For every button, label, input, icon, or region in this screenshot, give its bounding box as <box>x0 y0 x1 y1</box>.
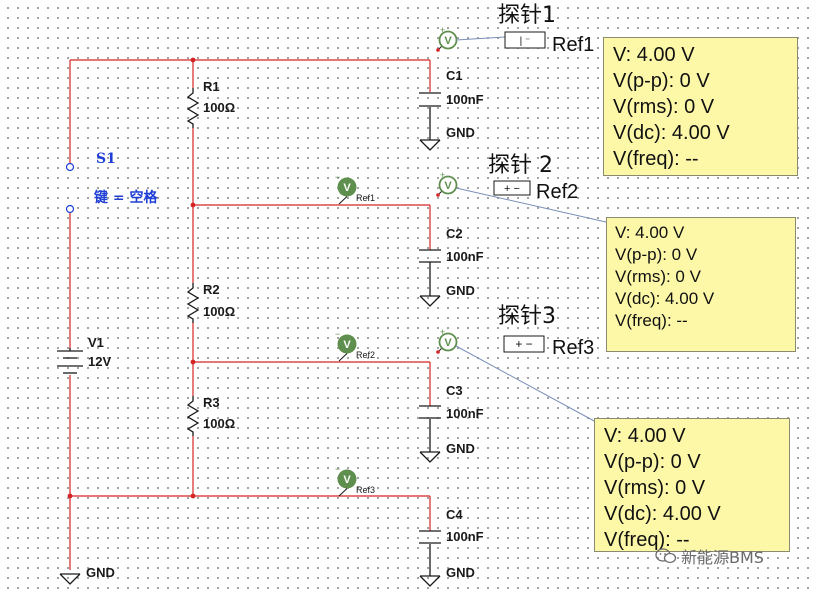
ground-label: GND <box>446 283 475 298</box>
reading-vrms: V(rms): 0 V <box>613 96 715 118</box>
reading-vpp: V(p-p): 0 V <box>604 451 701 473</box>
probe-2-readings: V: 4.00 V V(p-p): 0 V V(rms): 0 V V(dc):… <box>606 217 796 352</box>
capacitor-c2[interactable]: C2 100nF <box>419 226 484 264</box>
switch-key: 键 = 空格 <box>93 189 158 206</box>
switch-ref: S1 <box>96 151 116 167</box>
resistor-value: 100Ω <box>203 416 235 431</box>
svg-text:+ −: + − <box>504 183 520 195</box>
reading-vfreq: V(freq): -- <box>613 148 699 170</box>
reading-vfreq: V(freq): -- <box>604 529 690 551</box>
wechat-icon <box>655 548 677 564</box>
probe-title: 探针3 <box>498 304 556 329</box>
ref-probe-3[interactable]: Ref3 <box>334 463 375 497</box>
ground-c4: GND <box>419 565 475 587</box>
watermark: 新能源BMS <box>655 544 764 568</box>
ref-probe-1[interactable]: Ref1 <box>334 171 375 205</box>
reading-vdc: V(dc): 4.00 V <box>613 122 730 144</box>
probe-ref: Ref2 <box>536 181 578 203</box>
reading-vpp: V(p-p): 0 V <box>613 70 710 92</box>
resistor-ref: R3 <box>203 395 220 410</box>
capacitor-c1[interactable]: C1 100nF <box>419 68 484 107</box>
switch-s1[interactable]: S1 键 = 空格 <box>65 151 159 214</box>
capacitor-ref: C3 <box>446 383 463 398</box>
reading-vrms: V(rms): 0 V <box>615 267 701 286</box>
ground-label: GND <box>446 565 475 580</box>
reading-v: V: 4.00 V <box>604 425 686 447</box>
reading-vdc: V(dc): 4.00 V <box>615 289 715 308</box>
battery-value: 12V <box>88 354 111 369</box>
reading-vrms: V(rms): 0 V <box>604 477 706 499</box>
probe-title: 探针1 <box>498 3 556 28</box>
battery-ref: V1 <box>88 335 104 350</box>
probe-3-readings: V: 4.00 V V(p-p): 0 V V(rms): 0 V V(dc):… <box>594 418 790 552</box>
ref-probe-label: Ref3 <box>356 485 375 495</box>
probe-ref: Ref1 <box>552 34 594 56</box>
capacitor-value: 100nF <box>446 249 484 264</box>
probe-2[interactable]: 探针 2 + − Ref2 <box>435 153 607 223</box>
reading-v: V: 4.00 V <box>613 44 695 66</box>
resistor-ref: R2 <box>203 282 220 297</box>
svg-text:| ⁻: | ⁻ <box>520 36 531 47</box>
capacitor-c4[interactable]: C4 100nF <box>419 507 484 544</box>
resistor-r3[interactable]: R3 100Ω <box>186 395 235 436</box>
resistor-value: 100Ω <box>203 100 235 115</box>
ground-label: GND <box>446 441 475 456</box>
reading-vpp: V(p-p): 0 V <box>615 245 698 264</box>
reading-vdc: V(dc): 4.00 V <box>604 503 721 525</box>
capacitor-c3[interactable]: C3 100nF <box>419 383 484 421</box>
capacitor-ref: C2 <box>446 226 463 241</box>
reading-v: V: 4.00 V <box>615 223 685 242</box>
reading-vfreq: V(freq): -- <box>615 311 688 330</box>
wires <box>67 57 431 576</box>
ref-probe-label: Ref1 <box>356 193 375 203</box>
probe-title: 探针 2 <box>488 153 553 178</box>
ground-main: GND <box>59 565 115 585</box>
capacitor-ref: C1 <box>446 68 463 83</box>
ground-label: GND <box>86 565 115 580</box>
svg-text:+ −: + − <box>515 337 532 351</box>
probe-3[interactable]: 探针3 + − Ref3 <box>435 304 597 423</box>
probe-1[interactable]: 探针1 | ⁻ Ref1 <box>435 3 594 56</box>
resistor-value: 100Ω <box>203 304 235 319</box>
ground-c1: GND <box>419 125 475 151</box>
capacitor-value: 100nF <box>446 92 484 107</box>
probe-ref: Ref3 <box>552 337 594 359</box>
resistor-r1[interactable]: R1 100Ω <box>186 79 235 128</box>
resistor-r2[interactable]: R2 100Ω <box>186 282 235 323</box>
ground-label: GND <box>446 125 475 140</box>
ground-c3: GND <box>419 441 475 463</box>
resistor-ref: R1 <box>203 79 220 94</box>
battery-v1[interactable]: V1 12V <box>57 335 111 374</box>
capacitor-value: 100nF <box>446 406 484 421</box>
probe-1-readings: V: 4.00 V V(p-p): 0 V V(rms): 0 V V(dc):… <box>603 37 798 176</box>
ref-probe-2[interactable]: Ref2 <box>334 328 375 362</box>
ref-probe-label: Ref2 <box>356 350 375 360</box>
capacitor-ref: C4 <box>446 507 463 522</box>
watermark-text: 新能源BMS <box>681 548 764 567</box>
ground-c2: GND <box>419 283 475 307</box>
capacitor-value: 100nF <box>446 529 484 544</box>
